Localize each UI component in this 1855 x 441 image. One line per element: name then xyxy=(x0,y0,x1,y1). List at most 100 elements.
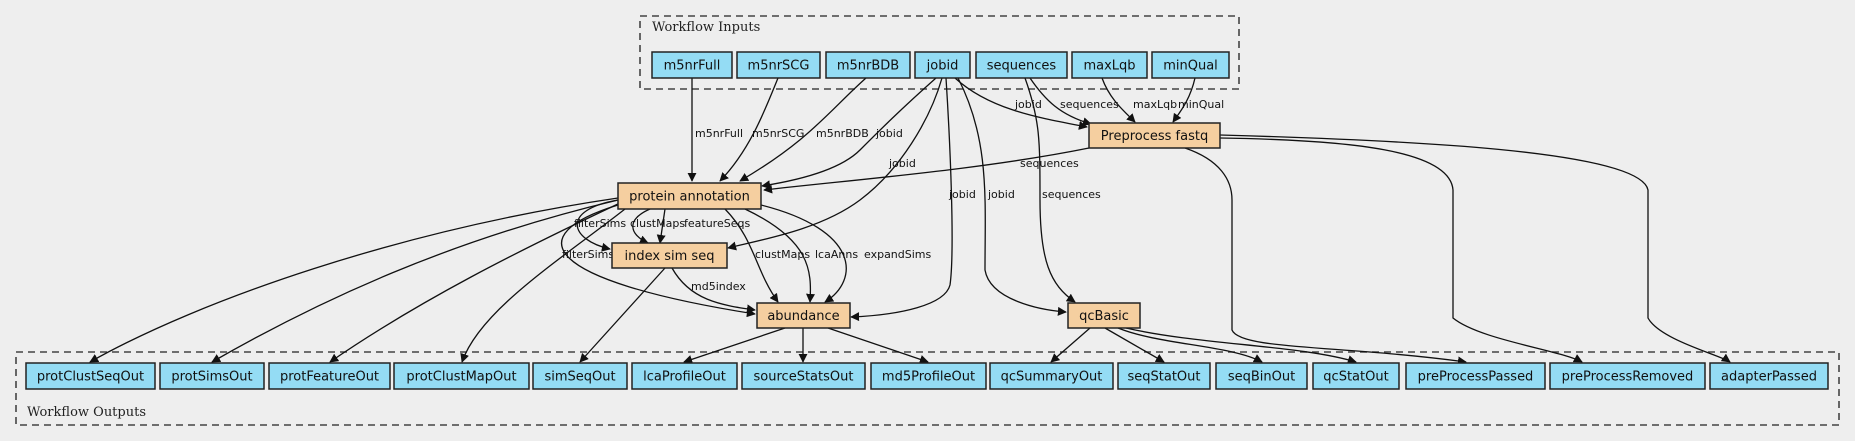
output-node-sourceStatsOut[interactable]: sourceStatsOut xyxy=(741,362,866,390)
step-node-box[interactable] xyxy=(1067,302,1141,329)
input-node-jobid[interactable]: jobid xyxy=(914,51,971,79)
edge-label: lcaAnns xyxy=(815,248,858,261)
step-node-label: abundance xyxy=(767,309,839,324)
edge-m5nrBDB-to-protein xyxy=(739,77,867,182)
output-node-box[interactable] xyxy=(1709,362,1829,390)
output-node-protClustMapOut[interactable]: protClustMapOut xyxy=(393,362,530,390)
step-node-box[interactable] xyxy=(756,302,851,329)
output-node-protSimsOut[interactable]: protSimsOut xyxy=(159,362,265,390)
output-node-box[interactable] xyxy=(631,362,738,390)
edge-protein-to-protSimsOut xyxy=(211,199,619,363)
edge-indexsim-to-abundance xyxy=(671,267,756,314)
input-node-box[interactable] xyxy=(736,51,821,79)
edge-label: clustMaps xyxy=(755,248,810,261)
edge-protein-to-protClustSeqOut xyxy=(89,197,619,363)
edge-label: clustMaps xyxy=(630,217,685,230)
output-node-box[interactable] xyxy=(25,362,156,390)
edge-protein-to-indexsim xyxy=(656,208,666,244)
output-node-box[interactable] xyxy=(989,362,1114,390)
input-node-box[interactable] xyxy=(651,51,733,79)
input-node-label: minQual xyxy=(1163,59,1218,74)
output-node-qcSummaryOut[interactable]: qcSummaryOut xyxy=(989,362,1114,390)
edge-protein-to-indexsim xyxy=(632,208,651,244)
edge-preprocess-to-protein xyxy=(763,147,1090,194)
output-node-box[interactable] xyxy=(1549,362,1706,390)
workflow-outputs-cluster: Workflow Outputs xyxy=(15,351,1840,426)
output-node-seqStatOut[interactable]: seqStatOut xyxy=(1117,362,1211,390)
output-node-label: sourceStatsOut xyxy=(754,370,854,385)
input-node-box[interactable] xyxy=(1151,51,1230,79)
edge-maxLqb-to-preprocess xyxy=(1101,77,1136,123)
output-node-box[interactable] xyxy=(1215,362,1308,390)
output-node-label: simSeqOut xyxy=(544,370,615,385)
input-node-m5nrSCG[interactable]: m5nrSCG xyxy=(736,51,821,79)
edge-protein-to-abundance xyxy=(724,208,779,303)
output-node-box[interactable] xyxy=(1405,362,1546,390)
input-node-box[interactable] xyxy=(975,51,1068,79)
step-node-label: Preprocess fastq xyxy=(1101,129,1208,144)
edge-label: m5nrBDB xyxy=(816,127,869,140)
output-node-box[interactable] xyxy=(159,362,265,390)
step-node-box[interactable] xyxy=(1088,122,1221,149)
step-node-indexsim[interactable]: index sim seq xyxy=(611,242,728,269)
edge-qcbasic-to-seqStatOut xyxy=(1104,327,1165,363)
input-node-m5nrFull[interactable]: m5nrFull xyxy=(651,51,733,79)
output-node-label: seqBinOut xyxy=(1228,370,1295,385)
edge-jobid-to-preprocess xyxy=(954,77,1088,130)
output-node-lcaProfileOut[interactable]: lcaProfileOut xyxy=(631,362,738,390)
step-node-label: protein annotation xyxy=(629,190,750,205)
input-node-sequences[interactable]: sequences xyxy=(975,51,1068,79)
output-node-protClustSeqOut[interactable]: protClustSeqOut xyxy=(25,362,156,390)
step-node-protein[interactable]: protein annotation xyxy=(617,182,762,210)
edge-label: sequences xyxy=(1020,157,1079,170)
input-node-box[interactable] xyxy=(1071,51,1148,79)
edge-sequences-to-qcbasic xyxy=(1024,77,1076,303)
input-node-minQual[interactable]: minQual xyxy=(1151,51,1230,79)
input-node-box[interactable] xyxy=(914,51,971,79)
output-node-label: protFeatureOut xyxy=(280,370,379,385)
edge-qcbasic-to-qcSummaryOut xyxy=(1050,327,1091,363)
output-node-label: protClustSeqOut xyxy=(37,370,144,385)
step-node-preprocess[interactable]: Preprocess fastq xyxy=(1088,122,1221,149)
output-node-label: qcSummaryOut xyxy=(1001,370,1103,385)
input-node-label: m5nrSCG xyxy=(748,59,810,74)
step-node-abundance[interactable]: abundance xyxy=(756,302,851,329)
output-node-box[interactable] xyxy=(393,362,530,390)
edge-label: minQual xyxy=(1178,98,1224,111)
edge-label: m5nrSCG xyxy=(752,127,804,140)
edge-protein-to-protFeatureOut xyxy=(329,202,621,363)
input-node-maxLqb[interactable]: maxLqb xyxy=(1071,51,1148,79)
step-node-box[interactable] xyxy=(611,242,728,269)
step-node-qcbasic[interactable]: qcBasic xyxy=(1067,302,1141,329)
output-node-adapterPassed[interactable]: adapterPassed xyxy=(1709,362,1829,390)
edge-label: m5nrFull xyxy=(695,127,743,140)
output-node-protFeatureOut[interactable]: protFeatureOut xyxy=(268,362,391,390)
edge-preprocess-to-preProcessRemoved xyxy=(1219,137,1583,363)
output-node-box[interactable] xyxy=(741,362,866,390)
step-node-label: index sim seq xyxy=(625,249,715,264)
output-node-md5ProfileOut[interactable]: md5ProfileOut xyxy=(870,362,987,390)
output-node-box[interactable] xyxy=(532,362,628,390)
output-node-preProcessPassed[interactable]: preProcessPassed xyxy=(1405,362,1546,390)
input-node-label: maxLqb xyxy=(1083,59,1135,74)
output-node-box[interactable] xyxy=(1312,362,1400,390)
output-node-box[interactable] xyxy=(1117,362,1211,390)
output-node-seqBinOut[interactable]: seqBinOut xyxy=(1215,362,1308,390)
edge-sequences-to-preprocess xyxy=(1029,77,1092,127)
input-node-label: m5nrFull xyxy=(664,59,721,74)
output-node-box[interactable] xyxy=(870,362,987,390)
edge-label: filterSims xyxy=(574,217,626,230)
edge-m5nrSCG-to-protein xyxy=(719,77,779,182)
output-node-qcStatOut[interactable]: qcStatOut xyxy=(1312,362,1400,390)
edge-qcbasic-to-seqBinOut xyxy=(1117,327,1263,363)
input-node-m5nrBDB[interactable]: m5nrBDB xyxy=(825,51,911,79)
output-node-box[interactable] xyxy=(268,362,391,390)
output-node-simSeqOut[interactable]: simSeqOut xyxy=(532,362,628,390)
input-node-box[interactable] xyxy=(825,51,911,79)
output-node-preProcessRemoved[interactable]: preProcessRemoved xyxy=(1549,362,1706,390)
step-node-box[interactable] xyxy=(617,182,762,210)
output-node-label: lcaProfileOut xyxy=(643,370,726,385)
output-node-label: seqStatOut xyxy=(1127,370,1200,385)
workflow-inputs-cluster: Workflow Inputs xyxy=(639,15,1240,90)
edge-label: featureSeqs xyxy=(684,217,750,230)
